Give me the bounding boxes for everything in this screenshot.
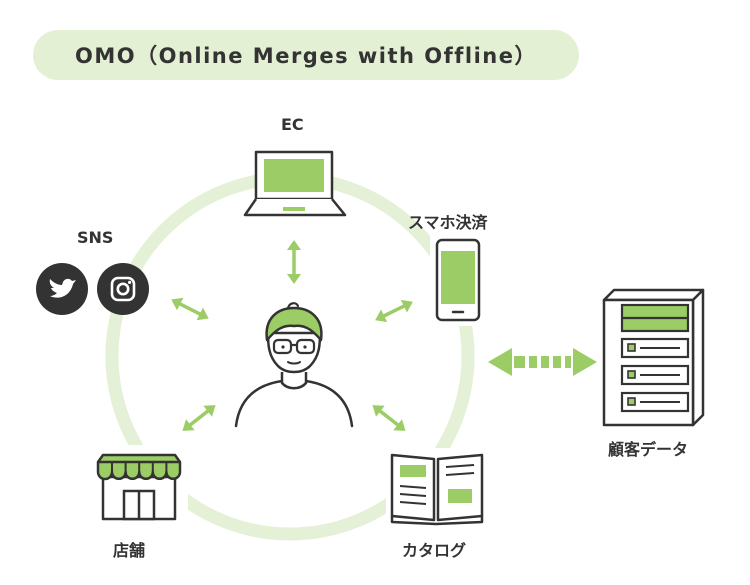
server-icon: [602, 288, 705, 427]
storefront-icon: [88, 445, 188, 530]
label-customer-data: 顧客データ: [608, 440, 689, 459]
smartphone-icon: [430, 234, 486, 326]
label-ec: EC: [281, 115, 304, 134]
label-smartphone-payment: スマホ決済: [408, 213, 488, 232]
label-catalog: カタログ: [402, 541, 467, 560]
label-sns: SNS: [77, 228, 114, 247]
arrow-person-smartphone: [375, 299, 413, 323]
open-catalog-icon: [386, 448, 490, 528]
instagram-icon: [97, 263, 149, 315]
diagram-title: OMO（Online Merges with Offline）: [33, 30, 579, 80]
person-icon: [234, 302, 354, 428]
arrow-person-catalog: [372, 405, 406, 431]
arrow-person-ec: [287, 240, 301, 284]
arrow-data-exchange: [488, 348, 597, 376]
arrow-person-sns: [171, 297, 209, 321]
label-store: 店舗: [113, 541, 146, 560]
laptop-icon: [243, 150, 347, 224]
twitter-icon: [36, 263, 88, 315]
arrow-person-store: [182, 405, 216, 431]
